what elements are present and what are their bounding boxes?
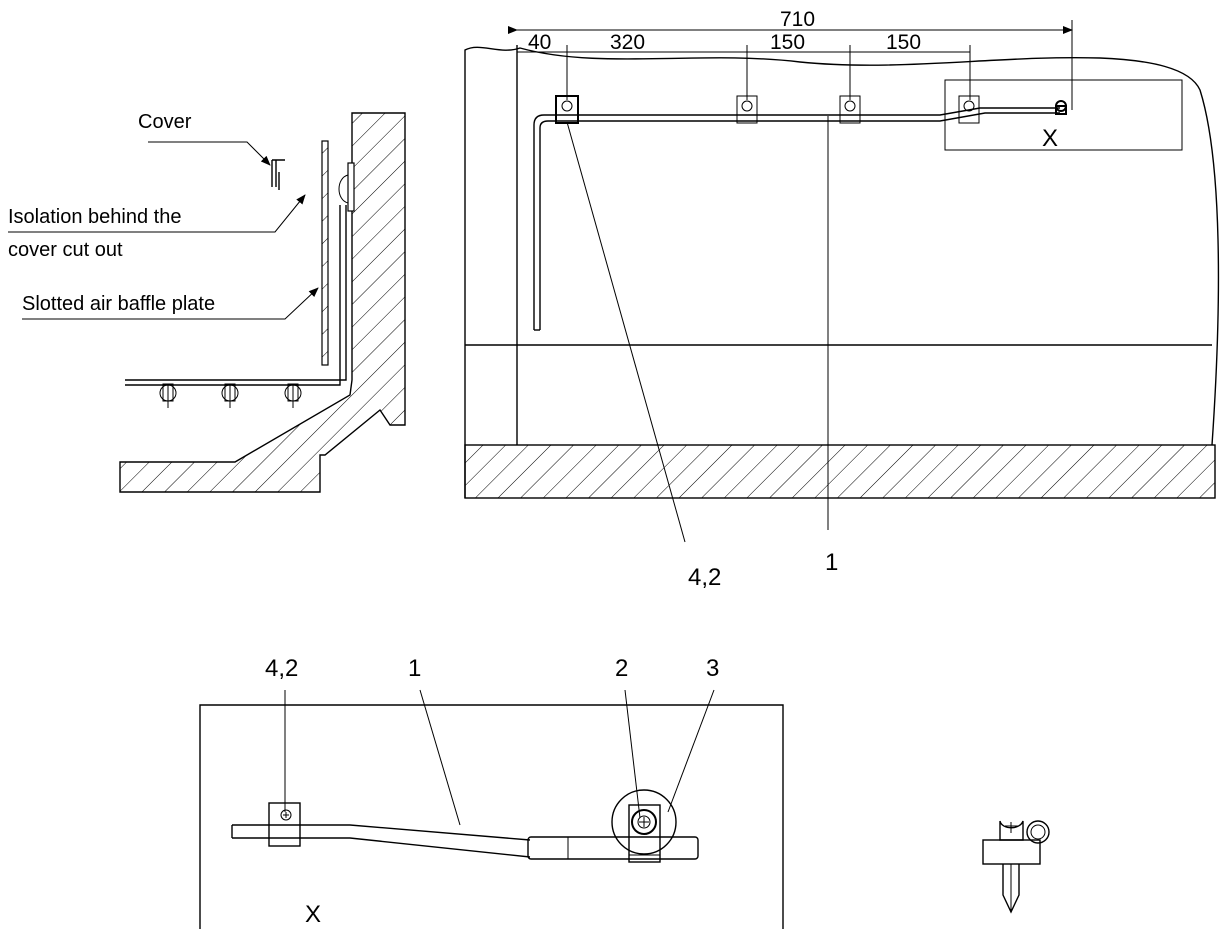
detail-callout-screw: 2 [615, 655, 628, 682]
dim-320: 320 [610, 31, 645, 54]
pipe-bend [125, 205, 347, 386]
dim-150-b: 150 [886, 31, 921, 54]
dimension-lines [508, 20, 1073, 110]
detail-washer [611, 789, 677, 855]
wall-section [119, 112, 406, 493]
wall-clip [347, 162, 355, 212]
detail-view: 4,2 1 2 3 X [199, 655, 784, 929]
detail-sleeve [527, 836, 699, 860]
pipe-clips [159, 383, 302, 408]
isolation-label-line1: Isolation behind the [8, 206, 181, 228]
detail-title-x: X [305, 901, 321, 928]
wall-outline [464, 46, 1220, 498]
detail-callout-pipe: 1 [408, 655, 421, 682]
front-view: X 710 40 320 150 150 4,2 1 [464, 8, 1220, 591]
screw-side-view [982, 820, 1050, 914]
isolation-label-line2: cover cut out [8, 239, 123, 261]
dim-overall: 710 [780, 8, 815, 31]
isolation-leader [8, 194, 306, 233]
dim-40: 40 [528, 31, 551, 54]
detail-x-box [944, 79, 1183, 151]
detail-screw-base [628, 804, 661, 863]
detail-callout-washer: 3 [706, 655, 719, 682]
slotted-plate [321, 140, 329, 366]
detail-callout-clip: 4,2 [265, 655, 298, 682]
cover-part [271, 159, 285, 190]
front-callout-clips: 4,2 [688, 564, 721, 591]
section-view: Cover Isolation behind the cover cut out… [8, 111, 406, 493]
heating-pipe [533, 107, 1060, 330]
detail-x-marker: X [1042, 125, 1058, 152]
pipe-clips-front [555, 95, 1067, 124]
front-callout-pipe: 1 [825, 549, 838, 576]
slotted-leader [22, 287, 319, 320]
cover-leader [148, 141, 271, 166]
cover-label: Cover [138, 111, 192, 133]
dim-150-a: 150 [770, 31, 805, 54]
detail-frame [199, 704, 784, 929]
detail-pipe [232, 824, 531, 858]
slotted-plate-label: Slotted air baffle plate [22, 293, 215, 315]
floor-slab [464, 444, 1216, 499]
